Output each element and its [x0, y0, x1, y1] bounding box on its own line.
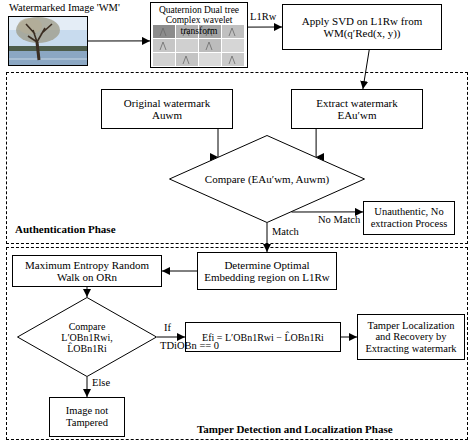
- process-box: Tamper Localization and Recovery by Extr…: [357, 314, 465, 360]
- tree-photo: [8, 16, 88, 66]
- transform-box: Quaternion Dual tree Complex wavelet tra…: [150, 2, 248, 68]
- phase-title: Authentication Phase: [15, 223, 116, 235]
- process-box: Extract watermarkEAu′wm: [291, 89, 423, 129]
- phase-title: Tamper Detection and Localization Phase: [197, 423, 393, 435]
- flow-arrow: [162, 271, 197, 272]
- node-text: Image not Tampered: [54, 405, 120, 428]
- flow-arrow: [316, 129, 317, 157]
- process-box: Original watermarkAuwm: [101, 89, 233, 129]
- diamond-shape: [18, 298, 157, 377]
- node-text: Maximum Entropy Random Walk on ORn: [17, 259, 157, 283]
- flow-arrow: [87, 287, 88, 297]
- flow-arrow: [248, 27, 282, 28]
- terminal-box: Unauthentic, No extraction Process: [363, 201, 455, 235]
- node-text: Quaternion Dual tree Complex wavelet tra…: [155, 5, 243, 36]
- process-box: Determine Optimal Embedding region on L1…: [197, 252, 337, 290]
- image-frame: Watermarked Image 'WM': [8, 16, 88, 66]
- edge-label: If: [164, 322, 171, 334]
- phase-region: Tamper Detection and Localization Phase D…: [6, 247, 468, 440]
- node-text: Auwm: [152, 109, 182, 121]
- edge-label: L1Rw: [250, 11, 276, 23]
- flow-arrow: [157, 337, 185, 338]
- node-text: Efi = L′OBn1Rwi − L̂OBn1Ri: [202, 332, 324, 343]
- decision-diamond: Compare (EAu′wm, Auwm): [169, 135, 365, 223]
- node-text: Apply SVD on L1Rw from WM(q′Red(x, y)): [287, 15, 437, 39]
- flow-arrow: [292, 211, 364, 212]
- node-text: Determine Optimal Embedding region on L1…: [202, 259, 332, 283]
- decision-diamond: Compare L′OBn1Rwi, L̂OBn1Ri: [17, 297, 157, 377]
- process-box: Apply SVD on L1Rw from WM(q′Red(x, y)): [282, 4, 442, 50]
- edge-label: Else: [92, 377, 110, 389]
- flow-arrow: [267, 223, 268, 252]
- node-text: Tamper Localization and Recovery by Extr…: [362, 320, 460, 355]
- node-text: Extract watermark: [316, 97, 398, 109]
- node-text: Original watermark: [124, 97, 210, 109]
- terminal-box: Image not Tampered: [49, 397, 125, 437]
- process-box: Maximum Entropy Random Walk on ORn: [12, 255, 162, 287]
- image-caption: Watermarked Image 'WM': [9, 2, 120, 14]
- diamond-shape: [170, 136, 365, 223]
- edge-label: No Match: [318, 214, 360, 226]
- flow-arrow: [218, 129, 219, 157]
- phase-region: Authentication Phase Original watermarkAu…: [6, 72, 468, 244]
- flow-arrow: [88, 40, 150, 41]
- flow-arrow: [363, 50, 369, 89]
- node-text: Unauthentic, No extraction Process: [368, 206, 450, 229]
- flow-arrow: [87, 377, 88, 397]
- node-text: Compare L′OBn1Rwi, L̂OBn1Ri: [43, 321, 131, 354]
- node-text: Compare (EAu′wm, Auwm): [205, 173, 329, 185]
- flow-arrow: [341, 337, 357, 338]
- edge-label: Match: [272, 226, 299, 238]
- node-text: EAu′wm: [337, 109, 376, 121]
- condition-note: TDiOBn == 0: [160, 340, 219, 352]
